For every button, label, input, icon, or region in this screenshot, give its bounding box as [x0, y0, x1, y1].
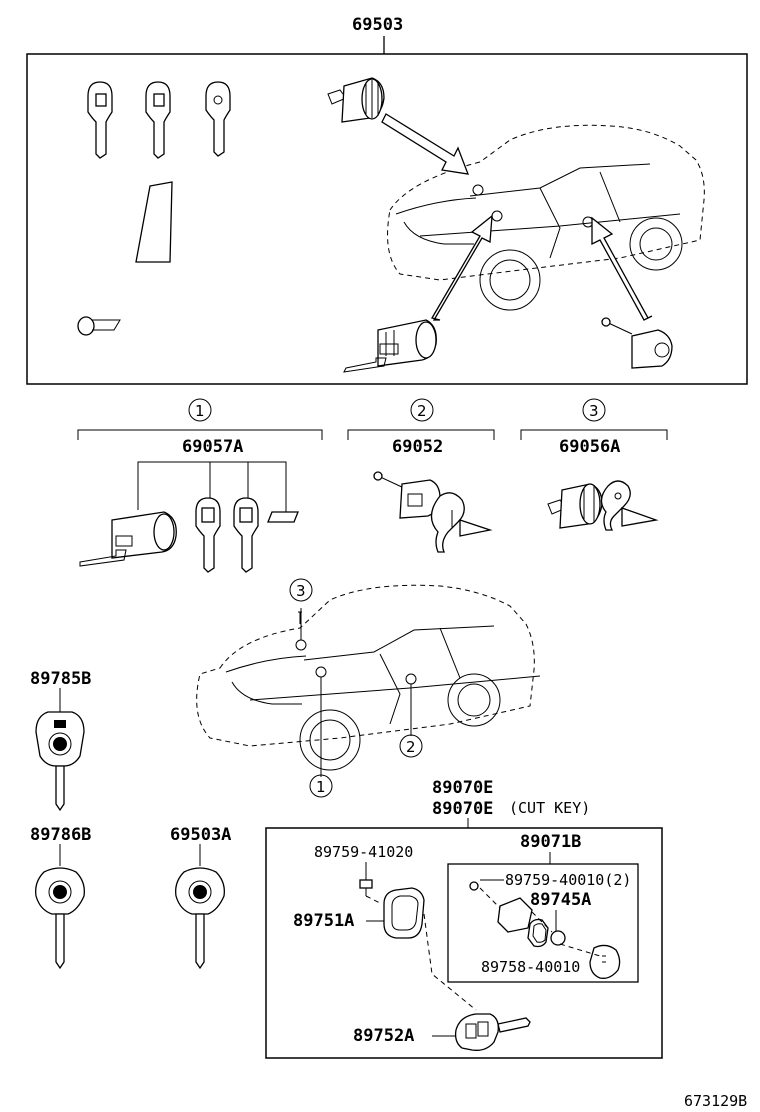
callout-3-header: 3	[582, 398, 606, 422]
label-69052: 69052	[392, 437, 443, 457]
plug-icon	[77, 316, 121, 336]
callout-2-middle: 2	[399, 734, 423, 758]
screw-icon	[359, 879, 373, 896]
label-69056A: 69056A	[559, 437, 620, 457]
callout-3-middle: 3	[289, 578, 313, 602]
label-89759-40010: 89759-40010(2)	[505, 871, 631, 889]
key-icon	[145, 81, 171, 159]
location-dot-2	[405, 673, 417, 685]
seal-ring-icon	[527, 918, 549, 948]
sub-frame-89071B	[447, 863, 639, 983]
label-89759-41020: 89759-41020	[314, 843, 413, 861]
ignition-cylinder-icon	[343, 319, 437, 373]
cover-icon	[589, 944, 621, 979]
key-icon	[233, 497, 259, 573]
label-69503: 69503	[352, 15, 403, 35]
ignition-cylinder-icon	[79, 511, 177, 567]
bracket-group1	[77, 429, 323, 440]
label-89070E-a: 89070E	[432, 778, 493, 798]
arrow-icon	[381, 113, 470, 175]
label-89786B: 89786B	[30, 825, 91, 845]
hood-lock-cylinder-icon	[547, 480, 659, 531]
transmitter-frame	[265, 827, 663, 1059]
bracket-group2	[347, 429, 495, 440]
key-icon	[205, 81, 231, 157]
lock-cylinder-icon	[327, 77, 385, 123]
remote-key-icon	[35, 867, 85, 970]
callout-2-header: 2	[410, 398, 434, 422]
arrow-icon	[431, 214, 493, 321]
main-set-frame	[26, 53, 748, 385]
label-89785B: 89785B	[30, 669, 91, 689]
transmitter-key-icon	[454, 1013, 531, 1051]
screw-icon	[469, 881, 479, 891]
label-69503A: 69503A	[170, 825, 231, 845]
key-icon	[195, 497, 221, 573]
label-89752A: 89752A	[353, 1026, 414, 1046]
key-tag-icon	[135, 181, 173, 263]
svg-text:3: 3	[589, 402, 599, 420]
diagram-id: 673129B	[684, 1092, 747, 1110]
callout-1-header: 1	[188, 398, 212, 422]
svg-text:2: 2	[417, 402, 427, 420]
case-icon	[383, 887, 425, 939]
remote-key-icon	[175, 867, 225, 970]
label-89745A: 89745A	[530, 890, 591, 910]
callout-1-middle: 1	[309, 774, 333, 798]
label-cut-key: (CUT KEY)	[509, 799, 590, 817]
key-tag-icon	[267, 511, 299, 523]
circuit-board-icon	[497, 897, 533, 933]
vehicle-drawing-middle	[196, 584, 541, 771]
door-lock-cylinder-icon	[373, 471, 493, 553]
arrow-icon	[591, 216, 653, 321]
key-icon	[87, 81, 113, 159]
label-89751A: 89751A	[293, 911, 354, 931]
svg-text:1: 1	[316, 778, 326, 796]
label-89071B: 89071B	[520, 832, 581, 852]
bracket-group3	[520, 429, 668, 440]
label-89070E-b: 89070E	[432, 799, 493, 819]
location-dot-3	[295, 639, 307, 651]
label-89758-40010: 89758-40010	[481, 958, 580, 976]
location-dot-1	[315, 666, 327, 678]
svg-text:2: 2	[406, 738, 416, 756]
svg-text:1: 1	[195, 402, 205, 420]
battery-icon	[550, 930, 566, 946]
remote-key-icon	[35, 711, 85, 812]
label-69057A: 69057A	[182, 437, 243, 457]
door-cylinder-icon	[601, 317, 673, 369]
svg-text:3: 3	[296, 582, 306, 600]
